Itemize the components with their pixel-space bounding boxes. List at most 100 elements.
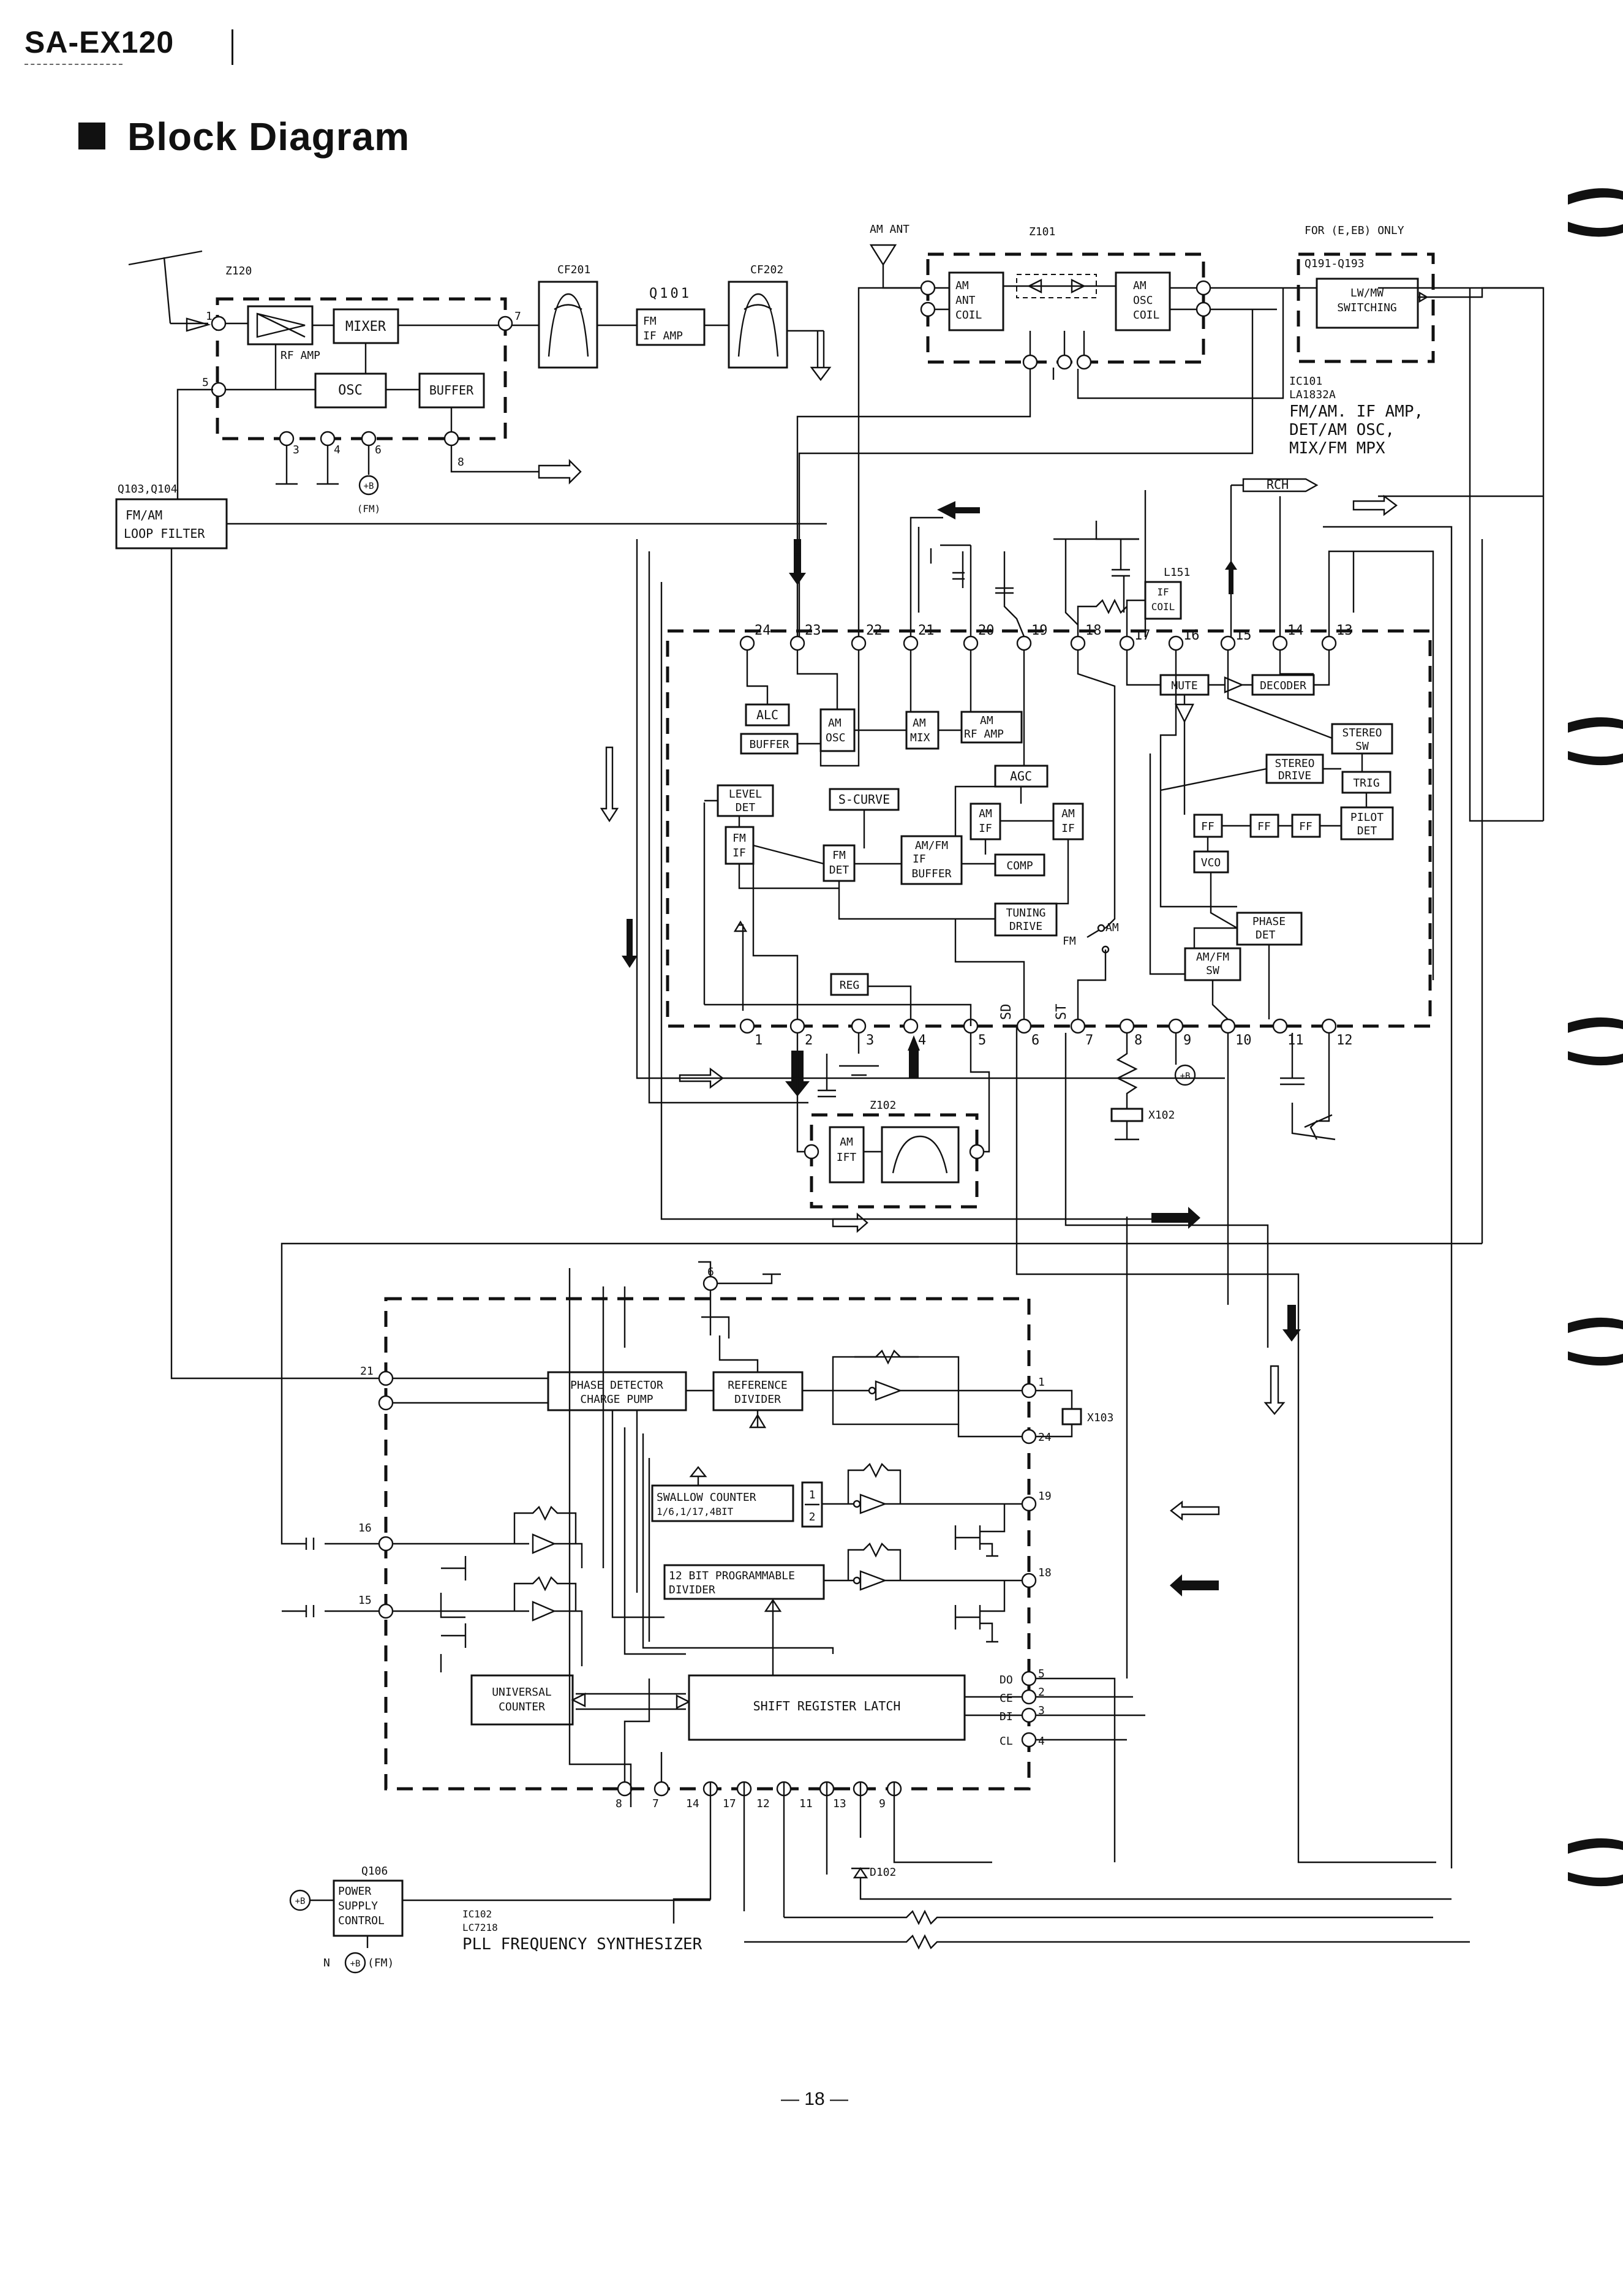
am-ift-line1: AM — [840, 1136, 853, 1149]
z120-pin-7: 7 — [514, 310, 521, 323]
tuning-drive-line2: DRIVE — [1009, 920, 1042, 933]
ic102-pin-5: 5 — [1038, 1667, 1045, 1680]
fm-switch-label: FM — [1063, 935, 1076, 948]
decoder-label: DECODER — [1260, 679, 1306, 692]
z102-am-ift: Z102 AM IFT — [796, 1033, 990, 1209]
ic101: 24 23 22 21 20 19 18 17 16 15 14 13 1 2 … — [666, 623, 1432, 1048]
ff-label-3: FF — [1299, 820, 1312, 833]
level-det-line1: LEVEL — [729, 788, 762, 801]
q103-label: Q103,Q104 — [118, 483, 178, 496]
fm-output-label: (FM) — [367, 1957, 394, 1969]
am-mix-line2: MIX — [910, 731, 930, 744]
ic102-part: LC7218 — [462, 1922, 498, 1933]
pb-fm-supply — [358, 475, 379, 496]
pb-fm-label: +B — [364, 481, 374, 491]
am-if-line1: AM — [979, 807, 992, 820]
z120-pin-3: 3 — [293, 444, 299, 456]
am-osc-line1: AM — [828, 717, 842, 730]
stereo-drive-line2: DRIVE — [1278, 769, 1311, 782]
x103-crystal — [1061, 1408, 1082, 1426]
ic102-desc: PLL FREQUENCY SYNTHESIZER — [462, 1935, 702, 1954]
trig-block — [1341, 771, 1391, 794]
swallow-counter-line2: 1/6,1/17,4BIT — [657, 1506, 734, 1517]
ic101-bottom-components: X102 +B — [818, 1033, 1336, 1141]
ic102-pin-12: 12 — [756, 1797, 770, 1810]
pilot-det-block — [1340, 806, 1394, 840]
pin-cl-label: CL — [1000, 1735, 1013, 1748]
pb-psc-label: +B — [295, 1897, 306, 1906]
am-rf-amp-block — [960, 711, 1023, 744]
lwmw-line1: LW/MW — [1350, 287, 1384, 300]
ic101-pin-15: 15 — [1235, 628, 1252, 643]
ic101-buffer-label: BUFFER — [749, 738, 789, 751]
am-ant-coil-block — [948, 271, 1004, 331]
for-ee-only-label: FOR (E,EB) ONLY — [1305, 224, 1404, 237]
mute-block — [1159, 674, 1210, 696]
am-ant-coil-line3: COIL — [955, 309, 982, 322]
ic101-pin-2: 2 — [805, 1033, 813, 1048]
pilot-det-line2: DET — [1357, 825, 1377, 837]
stereo-drive-block — [1265, 753, 1324, 784]
ic102-pin-24: 24 — [1038, 1431, 1052, 1444]
ic101-part: LA1832A — [1289, 388, 1336, 401]
ic102-pin-16: 16 — [358, 1522, 372, 1535]
rf-amp-label: RF AMP — [281, 349, 320, 362]
ic101-pin-22: 22 — [866, 623, 883, 638]
ic101-outline — [666, 629, 1432, 1028]
alc-label: ALC — [756, 708, 778, 722]
programmable-divider-line2: DIVIDER — [669, 1584, 715, 1596]
universal-counter-block — [470, 1674, 574, 1726]
mute-label: MUTE — [1171, 679, 1197, 692]
osc-label: OSC — [338, 383, 363, 398]
if-coil-line2: COIL — [1151, 601, 1175, 613]
psc-line1: POWER — [338, 1885, 371, 1898]
fm-if-amp-line2: IF AMP — [643, 330, 683, 342]
x103-label: X103 — [1087, 1411, 1113, 1424]
fm-antenna-icon — [128, 250, 203, 324]
rch-output-arrow — [1242, 478, 1319, 493]
ic101-pin-19: 19 — [1031, 623, 1048, 638]
ic101-desc-1: FM/AM. IF AMP, — [1289, 402, 1423, 421]
am-rf-amp-line1: AM — [980, 714, 993, 727]
pb-fm-note: (FM) — [357, 503, 381, 515]
ic101-desc-2: DET/AM OSC, — [1289, 421, 1395, 439]
am-switch-label: AM — [1105, 921, 1119, 934]
ic102-caption: IC102 LC7218 PLL FREQUENCY SYNTHESIZER — [462, 1908, 702, 1954]
binding-marks — [1568, 188, 1623, 1887]
z101-label: Z101 — [1029, 225, 1055, 238]
q101-label: Q101 — [649, 286, 691, 301]
z120-pin-8: 8 — [458, 456, 464, 469]
ff-block-2 — [1249, 814, 1279, 838]
universal-counter-line1: UNIVERSAL — [492, 1686, 552, 1699]
am-if-b-line1: AM — [1061, 807, 1075, 820]
am-if-line2: IF — [979, 822, 992, 835]
q191-label: Q191-Q193 — [1305, 257, 1365, 270]
z120-label: Z120 — [225, 265, 252, 278]
z102-label: Z102 — [870, 1099, 896, 1112]
am-osc-line2: OSC — [826, 731, 846, 744]
x102-crystal — [1110, 1108, 1143, 1122]
am-osc-coil-line3: COIL — [1133, 309, 1160, 322]
universal-counter-line2: COUNTER — [499, 1701, 545, 1713]
am-if-b-block — [1052, 802, 1084, 840]
ic101-pin-12: 12 — [1336, 1033, 1353, 1048]
phase-det-line1: PHASE — [1252, 915, 1286, 928]
z120-pin-6: 6 — [375, 444, 382, 456]
ic102-pin-4: 4 — [1038, 1735, 1045, 1748]
ic101-pin-20: 20 — [978, 623, 995, 638]
phase-detector-line1: PHASE DETECTOR — [570, 1379, 663, 1392]
fm-if-amp-line1: FM — [643, 315, 657, 328]
ic101-pin-6: 6 — [1031, 1033, 1039, 1048]
ic101-pin-17: 17 — [1134, 628, 1151, 643]
q106-power-supply: Q106 POWER SUPPLY CONTROL +B N +B (FM) — [289, 1865, 710, 1974]
psc-line2: SUPPLY — [338, 1900, 378, 1913]
pb-ic101-supply — [1174, 1064, 1196, 1086]
ic102-pin-21: 21 — [360, 1365, 374, 1378]
ic101-pin-9: 9 — [1183, 1033, 1191, 1048]
ic102-ref: IC102 — [462, 1908, 492, 1920]
lwmw-line2: SWITCHING — [1337, 301, 1397, 314]
ic101-pin-4: 4 — [918, 1033, 926, 1048]
ic101-pin-23: 23 — [805, 623, 821, 638]
signal-arrow-left — [937, 501, 980, 519]
stereo-sw-line1: STEREO — [1342, 727, 1382, 739]
